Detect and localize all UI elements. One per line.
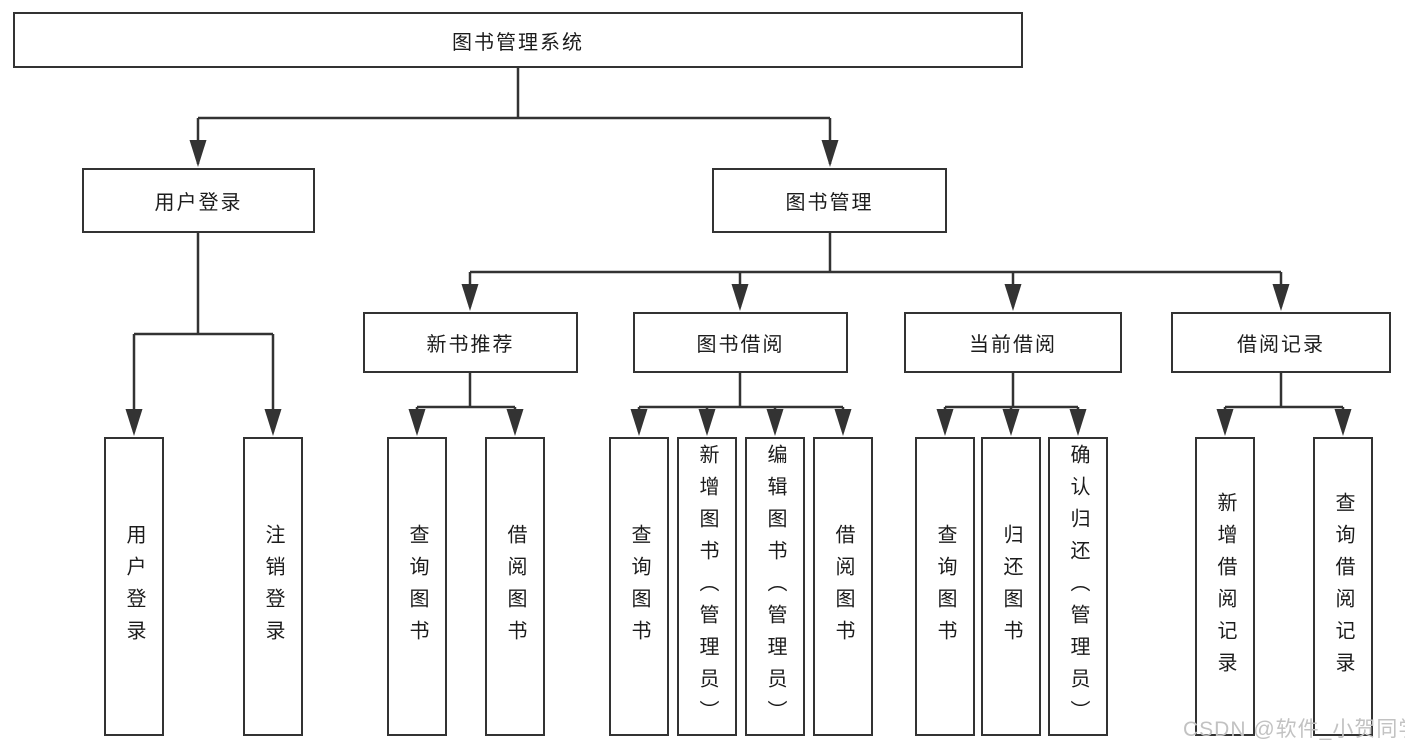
node-borrow-records-label: 借阅记录 xyxy=(1237,334,1325,356)
leaf-nbr-borrow-books: 借阅图书 xyxy=(485,437,545,736)
leaf-user-login: 用户登录 xyxy=(104,437,164,736)
node-new-book-rec: 新书推荐 xyxy=(363,312,578,373)
leaf-nbr-query-books: 查询图书 xyxy=(387,437,447,736)
connector-user-login-group xyxy=(125,233,282,436)
node-user-login: 用户登录 xyxy=(82,168,315,233)
connector-borrow-records-group xyxy=(1216,373,1352,436)
leaf-br-add-record: 新增借阅记录 xyxy=(1195,437,1255,736)
leaf-bb-borrow-books: 借阅图书 xyxy=(813,437,873,736)
leaf-bb-edit-books-admin: 编辑图书（管理员） xyxy=(745,437,805,736)
node-book-borrow-label: 图书借阅 xyxy=(696,334,785,356)
node-user-login-label: 用户登录 xyxy=(154,192,243,214)
node-book-mgmt-label: 图书管理 xyxy=(785,192,874,214)
csdn-watermark: CSDN @软件_小贺同学 xyxy=(1183,718,1405,741)
connector-book-borrow-group xyxy=(630,373,852,436)
leaf-cb-return-books: 归还图书 xyxy=(981,437,1041,736)
leaf-cb-confirm-return-admin: 确认归还（管理员） xyxy=(1048,437,1108,736)
connector-new-book-rec-group xyxy=(408,373,524,436)
connector-current-borrow-group xyxy=(936,373,1087,436)
node-book-borrow: 图书借阅 xyxy=(633,312,848,373)
leaf-bb-add-books-admin: 新增图书（管理员） xyxy=(677,437,737,736)
connector-root-to-level2 xyxy=(189,68,839,167)
node-new-book-rec-label: 新书推荐 xyxy=(426,334,515,356)
connector-book-mgmt-to-level3 xyxy=(461,233,1290,311)
node-root: 图书管理系统 xyxy=(13,12,1023,68)
node-book-mgmt: 图书管理 xyxy=(712,168,947,233)
leaf-logout: 注销登录 xyxy=(243,437,303,736)
node-borrow-records: 借阅记录 xyxy=(1171,312,1391,373)
leaf-bb-query-books: 查询图书 xyxy=(609,437,669,736)
leaf-cb-query-books: 查询图书 xyxy=(915,437,975,736)
node-current-borrow: 当前借阅 xyxy=(904,312,1122,373)
node-current-borrow-label: 当前借阅 xyxy=(969,334,1057,356)
node-root-label: 图书管理系统 xyxy=(452,31,584,54)
leaf-br-query-record: 查询借阅记录 xyxy=(1313,437,1373,736)
